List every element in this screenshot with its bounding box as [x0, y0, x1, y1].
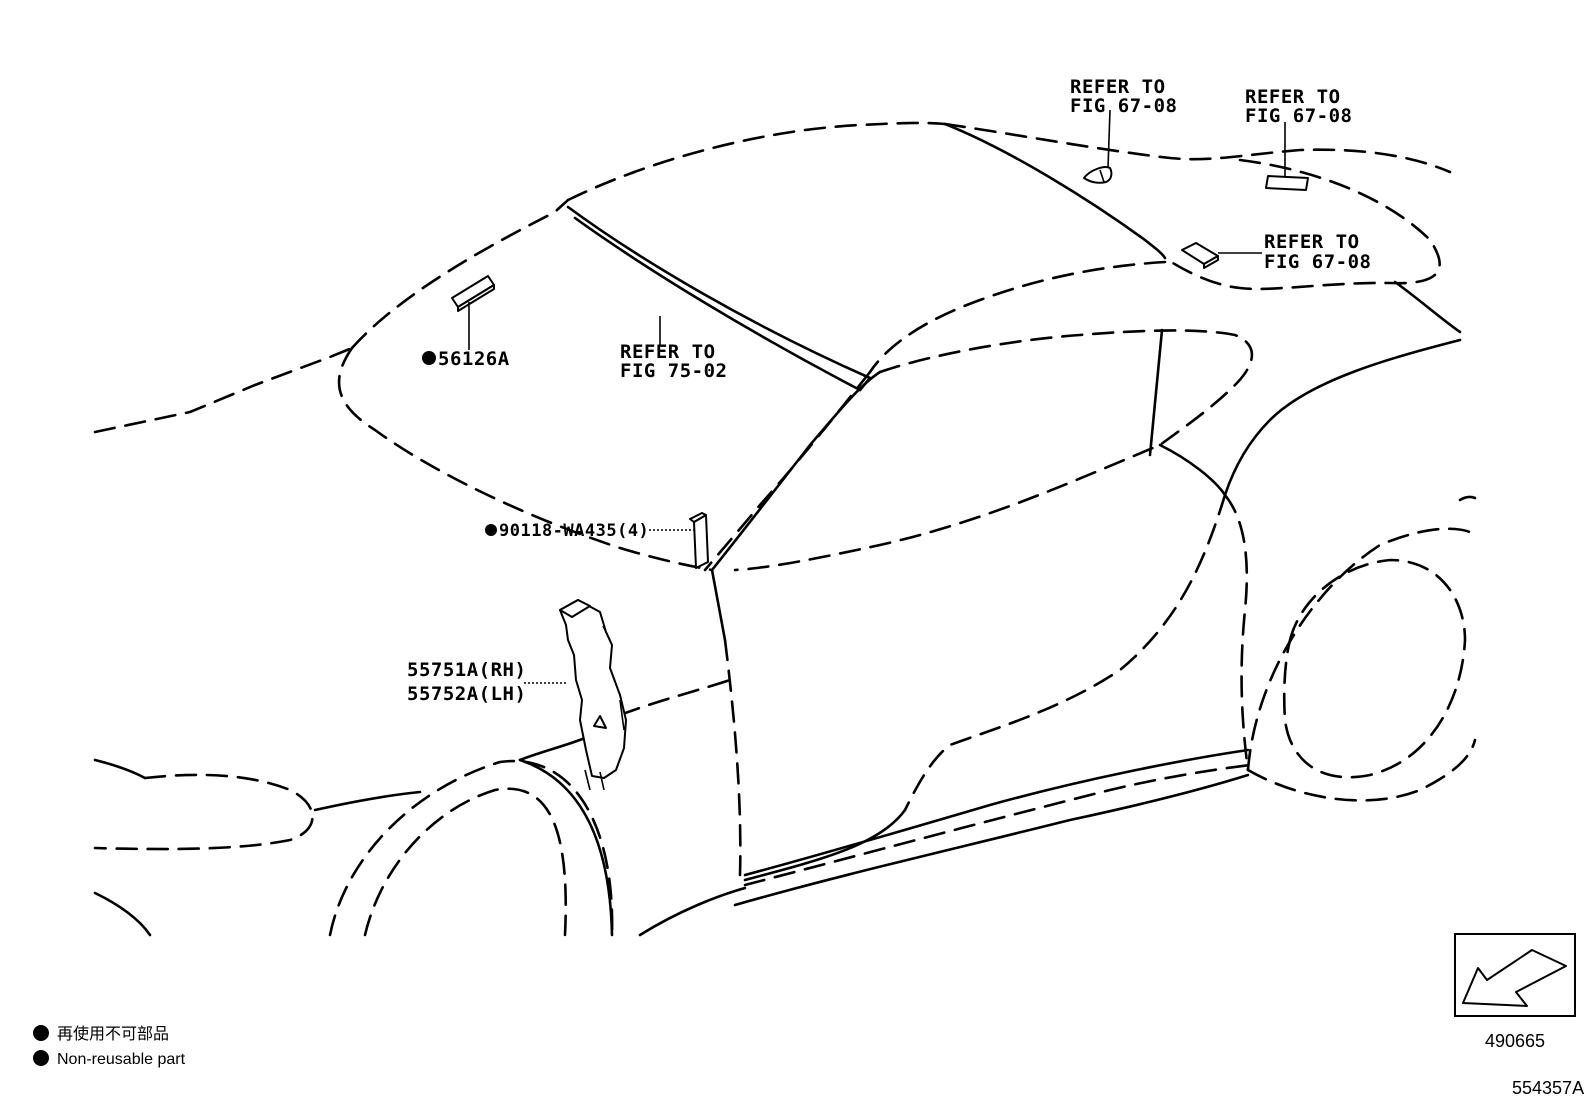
- callout-part-56126A: 56126A: [422, 348, 510, 370]
- windshield-molding: [566, 205, 872, 392]
- part-90118-clip-shape: [689, 512, 709, 569]
- svg-text:FIG 75-02: FIG 75-02: [620, 360, 727, 382]
- roof-right-part: [1265, 175, 1309, 191]
- svg-text:56126A: 56126A: [438, 348, 510, 370]
- legend: 再使用不可部品 Non-reusable part: [33, 1024, 186, 1068]
- leader-lines: [468, 109, 1286, 684]
- part-56126A-shape: [451, 275, 495, 312]
- callout-refer-rear: REFER TO FIG 67-08: [1264, 231, 1371, 273]
- svg-text:FIG 67-08: FIG 67-08: [1245, 105, 1352, 127]
- svg-text:90118-WA435(4): 90118-WA435(4): [499, 521, 649, 541]
- svg-text:Non-reusable part: Non-reusable part: [57, 1051, 186, 1068]
- svg-text:REFER TO: REFER TO: [1264, 231, 1360, 253]
- svg-text:REFER TO: REFER TO: [1245, 86, 1341, 108]
- svg-text:REFER TO: REFER TO: [620, 341, 716, 363]
- svg-text:55752A(LH): 55752A(LH): [407, 683, 526, 705]
- non-reusable-marker-icon: [33, 1025, 49, 1041]
- callout-part-55751A: 55751A(RH) 55752A(LH): [407, 659, 526, 705]
- svg-text:FIG 67-08: FIG 67-08: [1264, 251, 1371, 273]
- figure-code: 554357A: [1512, 1078, 1584, 1098]
- roof-antenna-part: [1083, 166, 1113, 184]
- car-body-outline: [93, 121, 1477, 937]
- svg-text:55751A(RH): 55751A(RH): [407, 659, 526, 681]
- svg-text:490665: 490665: [1485, 1031, 1545, 1051]
- callout-refer-roof-left: REFER TO FIG 67-08: [1070, 76, 1177, 117]
- view-direction-box: 490665: [1454, 933, 1576, 1051]
- non-reusable-marker-icon: [33, 1050, 49, 1066]
- callout-refer-windshield: REFER TO FIG 75-02: [620, 341, 727, 382]
- non-reusable-marker-icon: [485, 524, 497, 536]
- callout-part-90118: 90118-WA435(4): [485, 521, 649, 541]
- svg-text:再使用不可部品: 再使用不可部品: [57, 1024, 169, 1043]
- svg-text:FIG 67-08: FIG 67-08: [1070, 95, 1177, 117]
- part-55751A-fender-seal-shape: [559, 599, 627, 791]
- svg-text:REFER TO: REFER TO: [1070, 76, 1166, 98]
- rear-part: [1181, 242, 1219, 269]
- arrow-box-icon: [1462, 949, 1567, 1007]
- callout-refer-roof-right: REFER TO FIG 67-08: [1245, 86, 1352, 127]
- non-reusable-marker-icon: [422, 351, 436, 365]
